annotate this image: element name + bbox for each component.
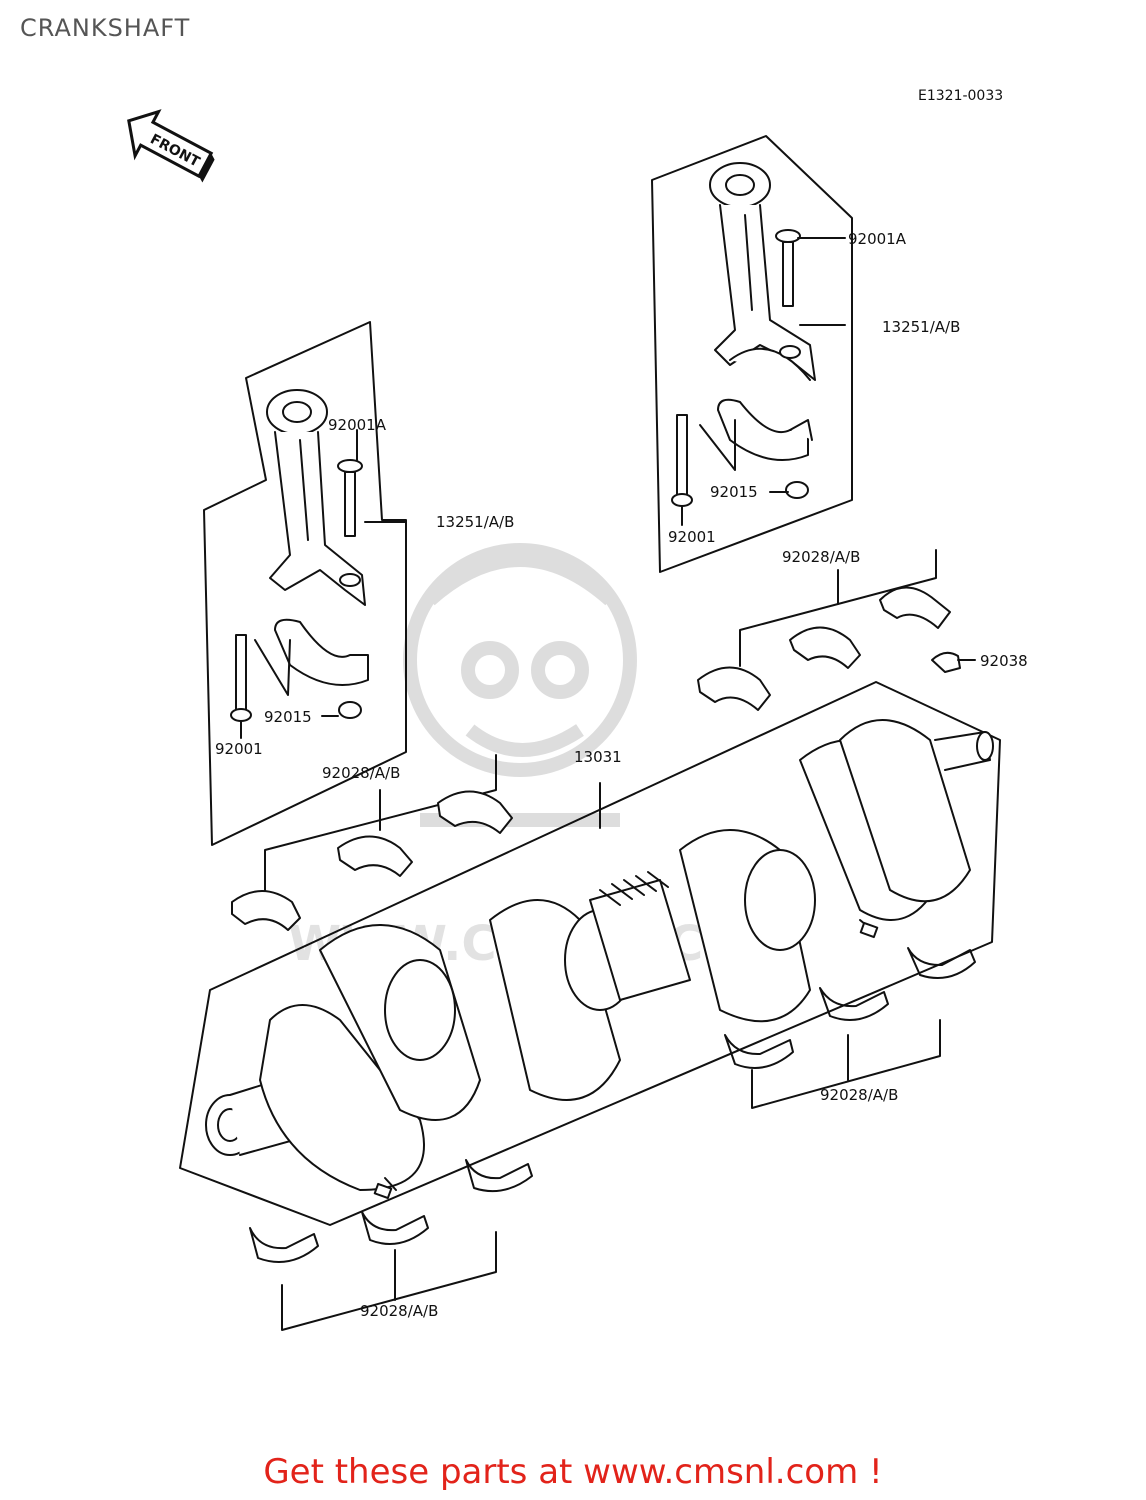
callout-bearing-top-left: 92028/A/B	[322, 764, 401, 782]
left-rod-nut	[338, 701, 362, 719]
right-rod-nut	[785, 481, 809, 499]
callout-rod-left-rod: 13251/A/B	[436, 513, 515, 531]
callout-rod-left-nut: 92015	[264, 708, 312, 726]
right-rod-bolt-upper	[775, 229, 801, 307]
callout-rod-left-bolt2: 92001	[215, 740, 263, 758]
callout-rod-right-bolt: 92001A	[848, 230, 906, 248]
callout-rod-right-rod: 13251/A/B	[882, 318, 961, 336]
crankshaft	[205, 719, 994, 1191]
key-part	[931, 651, 961, 673]
callout-rod-right-bolt2: 92001	[668, 528, 716, 546]
left-rod-bolt-upper	[337, 459, 363, 537]
right-connecting-rod	[709, 162, 816, 381]
left-rod-frame	[203, 321, 407, 846]
callout-bearing-bottom-left: 92028/A/B	[360, 1302, 439, 1320]
right-rod-frame	[651, 135, 853, 573]
left-rod-bolt-lower	[230, 634, 252, 722]
diagram-code: E1321-0033	[918, 88, 1004, 104]
front-arrow-icon: FRONT	[127, 109, 215, 183]
callout-bearing-top-right: 92028/A/B	[782, 548, 861, 566]
callout-rod-left-bolt: 92001A	[328, 416, 386, 434]
right-rod-cap	[717, 398, 813, 461]
callout-bearing-bottom-right: 92028/A/B	[820, 1086, 899, 1104]
footer-link[interactable]: Get these parts at www.cmsnl.com !	[263, 1452, 883, 1492]
callout-crankshaft: 13031	[574, 748, 622, 766]
callout-rod-right-nut: 92015	[710, 483, 758, 501]
crankshaft-frame	[179, 681, 1001, 1226]
left-rod-cap	[274, 618, 369, 686]
right-rod-bolt-lower	[671, 414, 693, 507]
page-title: CRANKSHAFT	[20, 14, 191, 42]
bearing-shells	[231, 586, 976, 1263]
left-connecting-rod	[266, 389, 366, 606]
callout-key: 92038	[980, 652, 1028, 670]
